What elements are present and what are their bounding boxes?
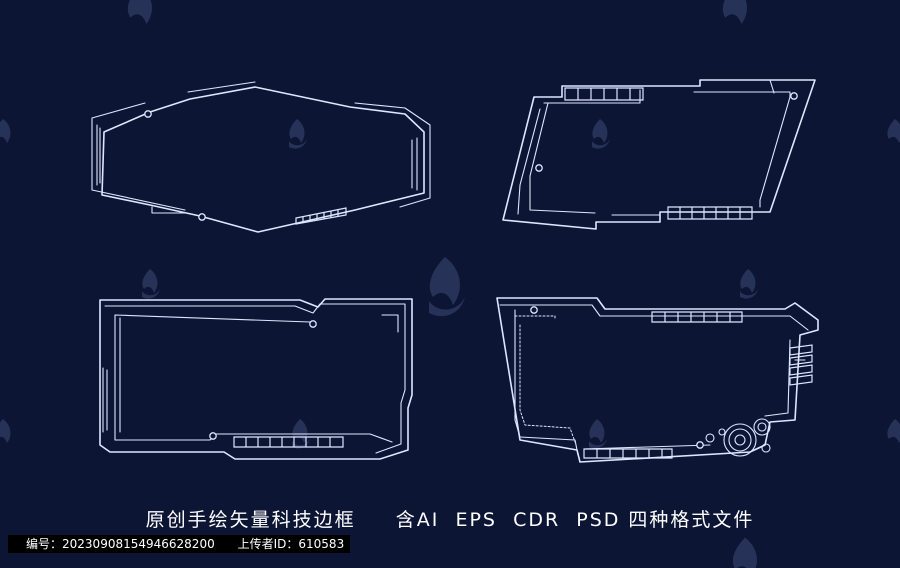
frame-hexagon-segment-bar (295, 207, 347, 225)
watermark-logo-icon (887, 119, 900, 143)
frame-circuit-top-bar (651, 311, 743, 323)
frame-parallelogram (502, 79, 816, 230)
watermark-logo-icon (429, 257, 465, 317)
id-value: 20230908154946628200 (62, 537, 215, 551)
uploader-label: 上传者ID： (237, 537, 299, 551)
watermark-logo-icon (289, 119, 307, 149)
uploader-value: 610583 (298, 537, 345, 551)
watermark-logo-icon (722, 0, 747, 25)
watermark-logo-icon (592, 119, 610, 149)
frame-hexagon (91, 81, 431, 233)
meta-bar: 编号：20230908154946628200 上传者ID：610583 (0, 532, 900, 554)
meta-info: 编号：20230908154946628200 上传者ID：610583 (8, 535, 351, 553)
frame-notched-rectangle (99, 298, 413, 460)
watermark-logo-icon (0, 119, 11, 143)
frame-circuit-side-bars (789, 344, 813, 386)
watermark-logo-icon (0, 419, 11, 443)
id-label: 编号： (26, 537, 63, 551)
watermark-logo-icon (589, 419, 607, 449)
frame-parallelogram-top-bar (564, 87, 644, 101)
watermark-logo-icon (732, 537, 757, 568)
watermark-logo-icon (740, 269, 758, 299)
watermark-logo-icon (127, 0, 152, 25)
frame-circuit-bottom-bar (583, 448, 673, 459)
frame-parallelogram-bottom-bar (667, 206, 753, 220)
frame-notched-rectangle-bar (233, 436, 344, 448)
caption: 原创手绘矢量科技边框 含AI EPS CDR PSD 四种格式文件 (0, 505, 900, 532)
caption-title: 原创手绘矢量科技边框 (145, 509, 356, 531)
watermark-logo-icon (142, 269, 160, 299)
watermark-logo-icon (887, 419, 900, 443)
frame-circuit (496, 297, 819, 463)
caption-formats: 含AI EPS CDR PSD 四种格式文件 (395, 509, 755, 531)
target-rings-icon (705, 418, 771, 457)
